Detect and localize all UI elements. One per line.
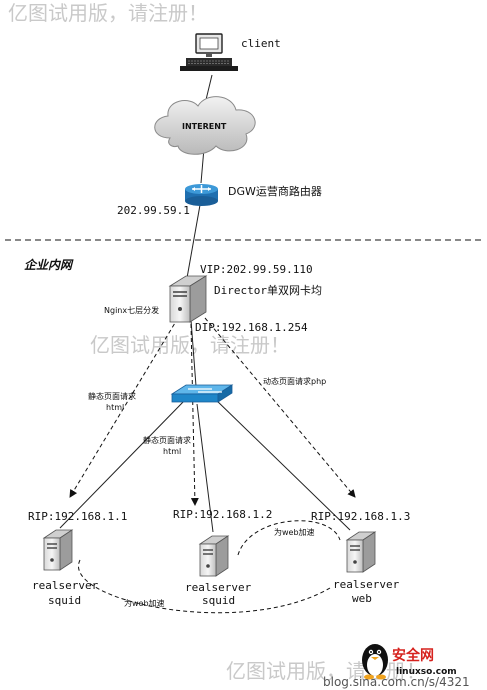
dynamic-label: 动态页面请求php	[263, 376, 326, 386]
watermark-bottom: 亿图试用版，请注册！	[226, 659, 426, 683]
router-icon	[185, 184, 218, 206]
director-vip: VIP:202.99.59.110	[200, 263, 313, 276]
link-switch-rs2	[196, 403, 214, 533]
rs2-role: squid	[202, 594, 235, 607]
penguin-logo-icon	[362, 644, 388, 680]
server-icon	[42, 529, 74, 571]
director-dip: DIP:192.168.1.254	[195, 321, 308, 334]
computer-icon	[180, 33, 238, 71]
rs3-name: realserver	[333, 578, 400, 591]
watermark-top: 亿图试用版，请注册！	[8, 1, 208, 25]
rs3-role: web	[352, 592, 372, 605]
rs1-role: squid	[48, 594, 81, 607]
static-mid-line2: html	[163, 447, 181, 456]
rs1-rip: RIP:192.168.1.1	[28, 510, 127, 523]
director-label: Director单双网卡均	[214, 284, 322, 297]
rs2-rip: RIP:192.168.1.2	[173, 508, 272, 521]
logo-domain: linuxso.com	[396, 667, 457, 677]
watermark-middle: 亿图试用版，请注册！	[90, 333, 290, 357]
router-ip: 202.99.59.1	[117, 204, 190, 217]
internet-label: INTERENT	[182, 122, 227, 131]
links	[59, 74, 351, 533]
static-left-line2: html	[106, 403, 124, 412]
client-label: client	[241, 37, 281, 50]
link-director-switch	[190, 319, 197, 387]
server-icon	[198, 535, 230, 577]
accel-arc-bottom	[77, 559, 331, 614]
accel-arc-top	[237, 520, 341, 556]
rs2-name: realserver	[185, 581, 252, 594]
accel-top-label: 为web加速	[274, 527, 315, 537]
arrow-dynamic	[204, 317, 356, 498]
router-label: DGW运营商路由器	[228, 184, 322, 198]
cloud-icon	[154, 96, 256, 155]
rs1-name: realserver	[32, 579, 99, 592]
server-icon	[168, 275, 208, 323]
rs3-rip: RIP:192.168.1.3	[311, 510, 410, 523]
switch-icon	[170, 384, 234, 403]
blog-url: blog.sina.com.cn/s/4321	[323, 675, 470, 689]
static-mid-line1: 静态页面请求	[143, 435, 191, 445]
static-left-line1: 静态页面请求	[88, 391, 136, 401]
link-switch-rs1	[59, 399, 186, 529]
director-layer-note: Nginx七层分发	[104, 305, 159, 315]
link-switch-rs3	[213, 397, 351, 531]
arrow-static-mid	[190, 323, 199, 506]
zone-label: 企业内网	[24, 258, 74, 272]
request-arrows	[69, 317, 356, 506]
logo-text: 安全网	[392, 647, 434, 664]
server-icon	[345, 531, 377, 573]
accel-bottom-label: 为web加速	[124, 598, 165, 608]
link-router-director	[186, 204, 201, 279]
